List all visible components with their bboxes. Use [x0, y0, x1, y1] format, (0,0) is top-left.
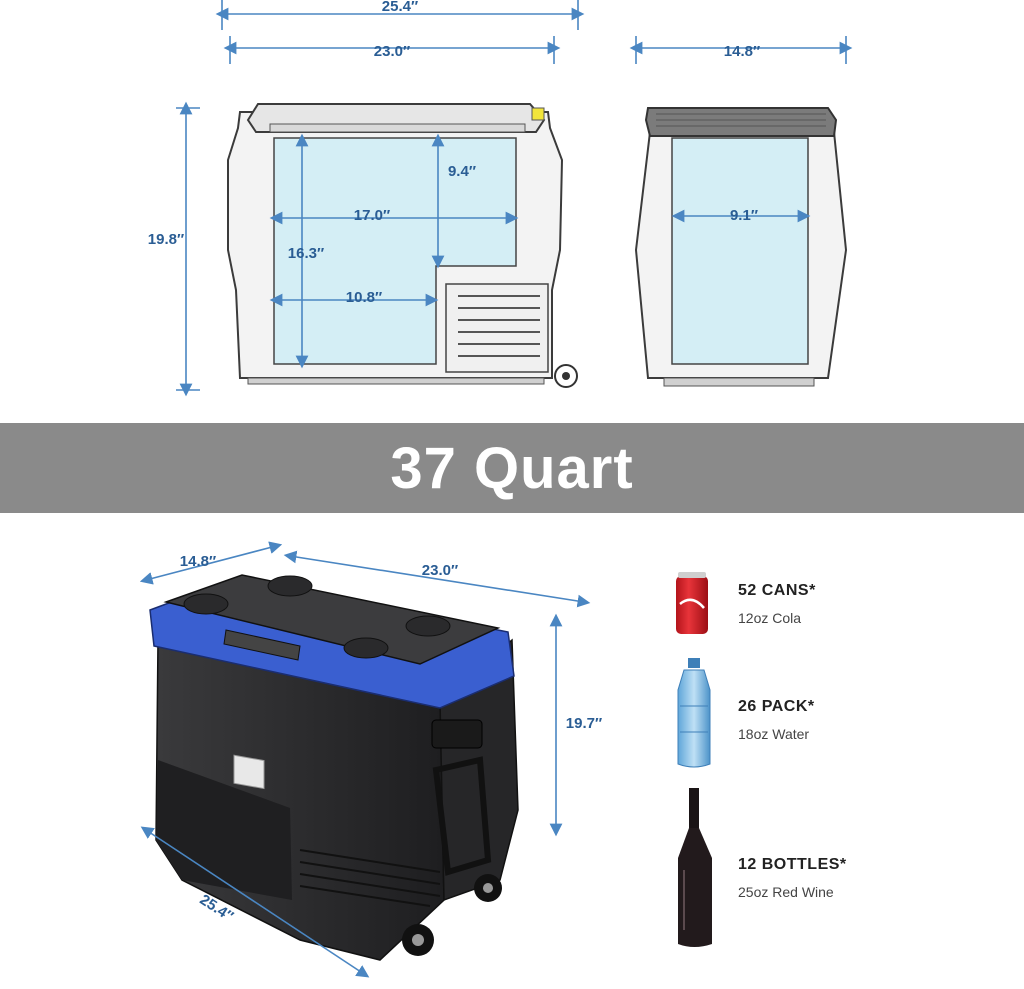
- capacity-item-wine: 12 BOTTLES* 25oz Red Wine: [670, 854, 1010, 914]
- capacity-item-water: 26 PACK* 18oz Water: [670, 696, 1010, 756]
- iso-depth-label: 14.8″: [180, 553, 216, 570]
- front-height-inner-label: 16.3″: [288, 245, 324, 262]
- capacity-subtitle: 18oz Water: [738, 726, 810, 742]
- front-dimensions: 25.4″ 23.0″ 19.8″ 9.4″ 17.0″ 16.3″ 10.8″: [148, 0, 585, 397]
- capacity-subtitle: 12oz Cola: [738, 610, 802, 626]
- front-outer-width-label: 25.4″: [382, 0, 418, 15]
- side-dimensions: 14.8″ 9.1″: [629, 36, 853, 224]
- front-height-label: 19.8″: [148, 231, 184, 248]
- iso-height-label: 19.7″: [566, 715, 602, 732]
- wine-bottle-icon: [678, 788, 712, 947]
- front-depth-upper-label: 9.4″: [448, 163, 476, 180]
- front-width-upper-label: 17.0″: [354, 207, 390, 224]
- capacity-item-cans: 52 CANS* 12oz Cola: [670, 580, 1010, 640]
- banner-title: 37 Quart: [390, 435, 634, 501]
- capacity-title: 12 BOTTLES*: [738, 856, 847, 873]
- side-width-label: 14.8″: [724, 43, 760, 60]
- front-width-lower-label: 10.8″: [346, 289, 382, 306]
- capacity-title: 52 CANS*: [738, 582, 816, 599]
- side-view: [634, 107, 848, 387]
- capacity-subtitle: 25oz Red Wine: [738, 884, 834, 900]
- water-bottle-icon: [677, 658, 711, 768]
- capacity-banner: 37 Quart: [0, 423, 1024, 513]
- capacity-title: 26 PACK*: [738, 698, 815, 715]
- front-view: [227, 103, 578, 388]
- iso-width-label: 23.0″: [422, 562, 458, 579]
- front-inner-width-label: 23.0″: [374, 43, 410, 60]
- side-inner-width-label: 9.1″: [730, 207, 758, 224]
- cola-can-icon: [676, 572, 708, 634]
- iso-dimensions: 14.8″ 23.0″ 19.7″ 25.4″: [139, 541, 602, 978]
